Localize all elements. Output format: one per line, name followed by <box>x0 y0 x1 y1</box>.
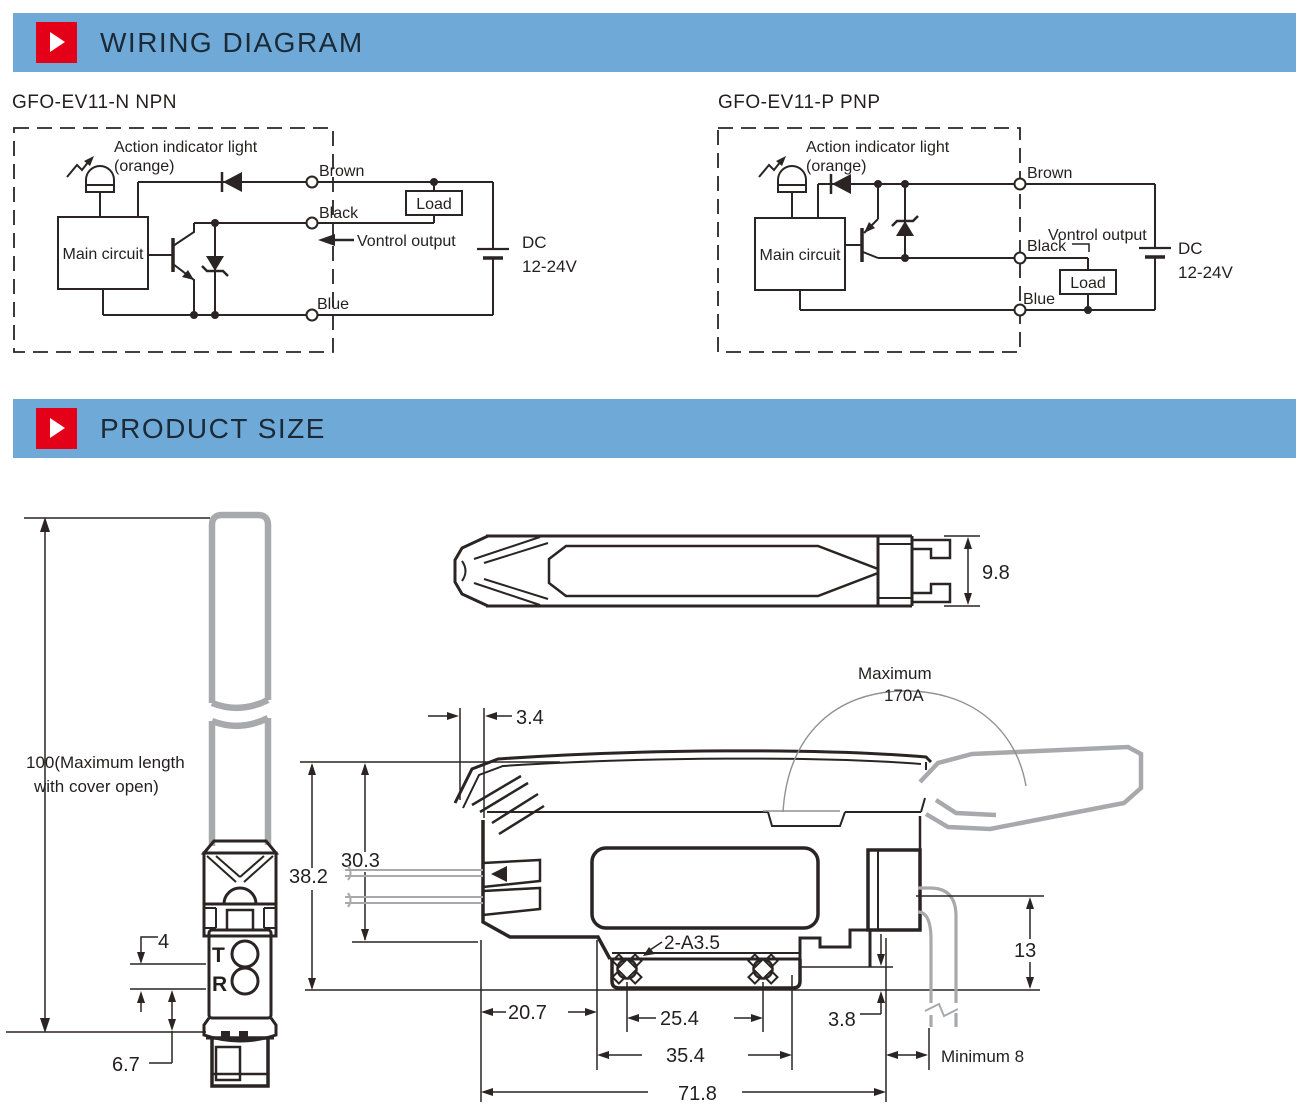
pnp-supply-voltage: 12-24V <box>1178 263 1233 282</box>
wiring-diagram-title: WIRING DIAGRAM <box>100 27 364 58</box>
mount-holes-label: 2-A3.5 <box>664 933 720 954</box>
dim-9-8-label: 9.8 <box>982 562 1010 584</box>
pnp-blue-label: Blue <box>1023 291 1055 308</box>
port-t-label: T <box>212 944 225 967</box>
port-r-label: R <box>212 973 227 996</box>
pnp-model-title: GFO-EV11-P PNP <box>718 92 881 113</box>
pnp-black-label: Black <box>1027 238 1067 255</box>
pnp-main-circuit-label: Main circuit <box>760 247 841 264</box>
dim-13-label: 13 <box>1014 940 1036 962</box>
npn-circuit-boundary <box>13 127 334 353</box>
dim-6-7-label: 6.7 <box>112 1054 140 1076</box>
max-length-note-1: 100(Maximum length <box>26 753 185 772</box>
front-view: 100(Maximum length with cover open) T R <box>6 511 280 1088</box>
pnp-circuit-boundary <box>717 127 1021 353</box>
dim-71-8-label: 71.8 <box>678 1083 717 1105</box>
npn-main-circuit-label: Main circuit <box>63 246 144 263</box>
play-icon <box>36 22 77 63</box>
npn-wiring-diagram: GFO-EV11-N NPN Action indicator light (o… <box>12 92 577 353</box>
pnp-indicator-note-1: Action indicator light <box>806 139 950 156</box>
npn-model-title: GFO-EV11-N NPN <box>12 92 177 113</box>
product-size-banner: PRODUCT SIZE <box>13 399 1296 458</box>
npn-load-label: Load <box>416 196 452 213</box>
pnp-brown-label: Brown <box>1027 165 1072 182</box>
dim-25-4-label: 25.4 <box>660 1008 699 1030</box>
dim-30-3-label: 30.3 <box>341 850 380 872</box>
max-length-note-2: with cover open) <box>33 777 159 796</box>
npn-indicator-note-1: Action indicator light <box>114 139 258 156</box>
npn-brown-label: Brown <box>319 163 364 180</box>
side-view: 38.2 30.3 3.4 <box>289 664 1144 1105</box>
dim-3-8-label: 3.8 <box>828 1009 856 1031</box>
npn-supply-voltage: 12-24V <box>522 257 577 276</box>
pnp-indicator-note-2: (orange) <box>806 158 866 175</box>
npn-supply-dc: DC <box>522 233 547 252</box>
dim-38-2-label: 38.2 <box>289 866 328 888</box>
bend-clearance-label: Minimum 8 <box>941 1047 1024 1066</box>
pnp-wiring-diagram: GFO-EV11-P PNP Action indicator light (o… <box>717 92 1233 353</box>
npn-indicator-note-2: (orange) <box>114 158 174 175</box>
cover-open-note-1: Maximum <box>858 664 932 683</box>
pnp-supply-dc: DC <box>1178 239 1203 258</box>
play-triangle-icon <box>50 32 65 52</box>
product-size-title: PRODUCT SIZE <box>100 413 326 444</box>
top-view: 9.8 <box>453 534 1010 608</box>
pnp-load-label: Load <box>1070 275 1106 292</box>
play-icon <box>36 408 77 449</box>
pnp-control-output-label: Vontrol output <box>1048 227 1147 244</box>
npn-blue-label: Blue <box>317 296 349 313</box>
dim-20-7-label: 20.7 <box>508 1002 547 1024</box>
play-triangle-icon <box>50 418 65 438</box>
npn-control-output-label: Vontrol output <box>357 233 456 250</box>
dim-4-label: 4 <box>158 931 169 953</box>
dim-3-4-label: 3.4 <box>516 707 544 729</box>
wiring-diagram-banner: WIRING DIAGRAM <box>13 13 1296 72</box>
cover-open-note-2: 170A <box>884 686 924 705</box>
npn-black-label: Black <box>319 205 359 222</box>
product-size-drawing: 100(Maximum length with cover open) T R <box>6 511 1144 1105</box>
dim-35-4-label: 35.4 <box>666 1045 705 1067</box>
